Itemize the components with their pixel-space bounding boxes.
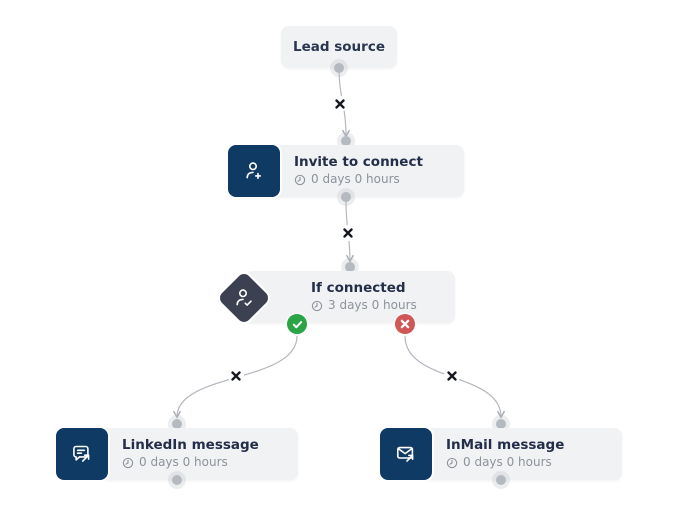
clock-icon	[122, 457, 134, 469]
handle-inmail-bottom[interactable]	[496, 475, 506, 485]
node-title: LinkedIn message	[122, 437, 259, 454]
node-delay: 0 days 0 hours	[446, 456, 564, 469]
x-icon	[447, 371, 457, 381]
node-delay: 0 days 0 hours	[122, 456, 259, 469]
person-add-icon	[228, 145, 280, 197]
node-if-connected[interactable]: If connected 3 days 0 hours	[245, 271, 455, 323]
handle-source-bottom[interactable]	[334, 63, 344, 73]
handle-branch-yes[interactable]	[287, 314, 307, 334]
condition-diamond[interactable]	[217, 271, 271, 325]
handle-ifconnected-top[interactable]	[345, 262, 355, 272]
edge-delete-button[interactable]	[228, 368, 244, 384]
handle-invite-bottom[interactable]	[341, 192, 351, 202]
node-lead-source[interactable]: Lead source	[281, 26, 397, 68]
handle-inmail-top[interactable]	[496, 419, 506, 429]
cross-icon	[400, 319, 410, 329]
node-delay: 3 days 0 hours	[311, 299, 417, 312]
handle-linkedin-bottom[interactable]	[172, 475, 182, 485]
edge-delete-button[interactable]	[444, 368, 460, 384]
check-icon	[292, 320, 302, 328]
chat-arrow-icon	[56, 428, 108, 480]
node-title: InMail message	[446, 437, 565, 454]
x-icon	[343, 228, 353, 238]
node-linkedin-message[interactable]: LinkedIn message 0 days 0 hours	[56, 428, 298, 480]
clock-icon	[311, 300, 323, 312]
node-title: Invite to connect	[294, 154, 423, 171]
x-icon	[231, 371, 241, 381]
node-title: If connected	[311, 280, 406, 297]
mail-arrow-icon	[380, 428, 432, 480]
node-invite-to-connect[interactable]: Invite to connect 0 days 0 hours	[228, 145, 464, 197]
person-check-icon	[232, 286, 256, 310]
node-inmail-message[interactable]: InMail message 0 days 0 hours	[380, 428, 622, 480]
node-delay: 0 days 0 hours	[294, 173, 423, 186]
edge-delete-button[interactable]	[332, 96, 348, 112]
handle-linkedin-top[interactable]	[172, 419, 182, 429]
clock-icon	[446, 457, 458, 469]
x-icon	[335, 99, 345, 109]
handle-invite-top[interactable]	[341, 136, 351, 146]
handle-branch-no[interactable]	[395, 314, 415, 334]
node-title: Lead source	[293, 39, 385, 55]
edge-delete-button[interactable]	[340, 225, 356, 241]
clock-icon	[294, 174, 306, 186]
